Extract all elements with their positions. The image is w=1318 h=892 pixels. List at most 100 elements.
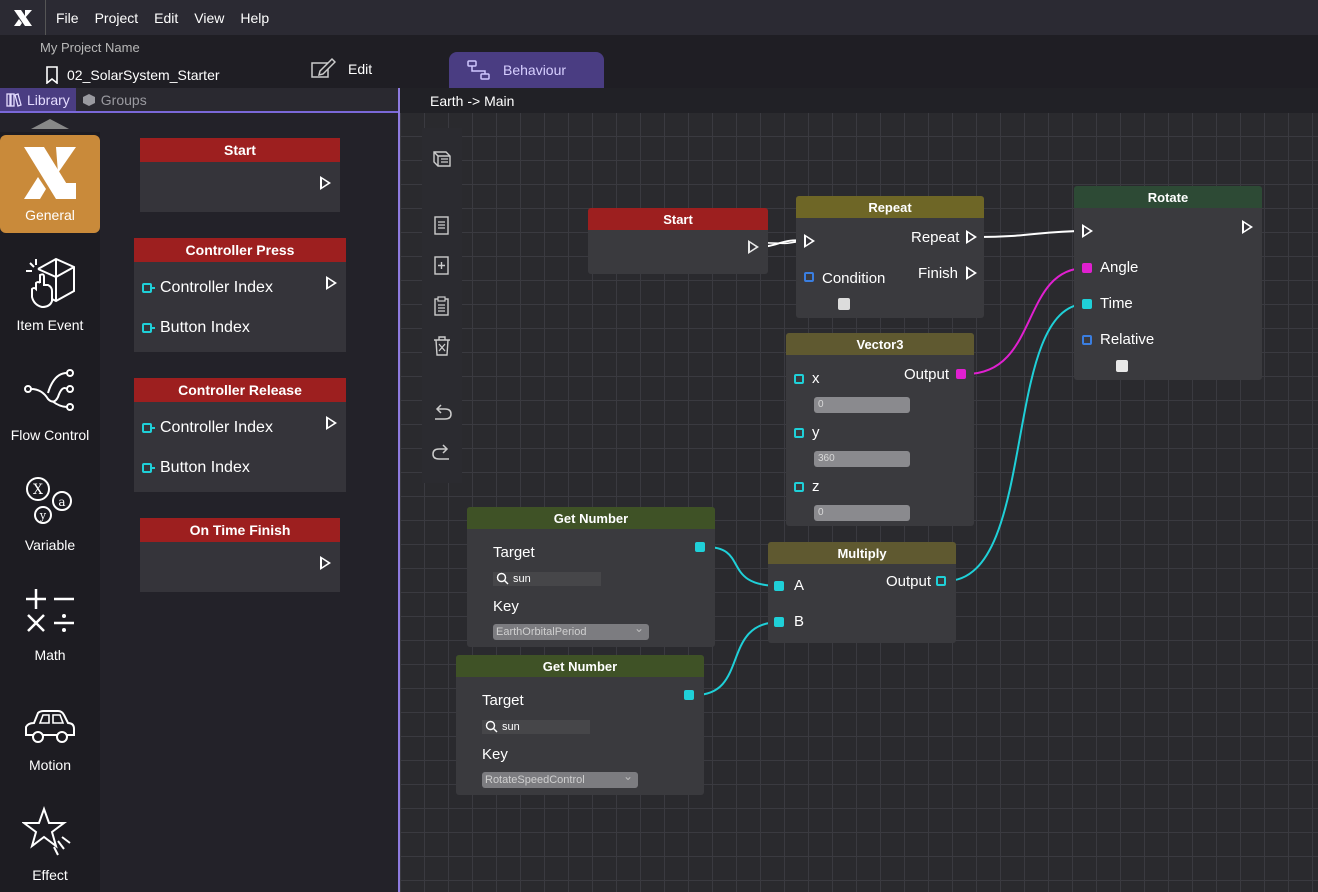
node-title: Start [588, 208, 768, 230]
scene-name[interactable]: 02_SolarSystem_Starter [45, 66, 220, 84]
input-port-icon[interactable] [142, 323, 155, 333]
tab-library[interactable]: Library [0, 88, 76, 111]
graph-node-get-number-2[interactable]: Get Number Target sun Key RotateSpeedCon… [456, 655, 704, 795]
groups-icon [82, 93, 95, 106]
redo-icon[interactable] [430, 441, 454, 465]
input-port-icon[interactable] [142, 463, 155, 473]
input-port-icon[interactable] [1082, 299, 1092, 309]
search-icon [485, 720, 498, 733]
breadcrumb: Earth -> Main [400, 88, 1318, 113]
flow-wire [977, 230, 1087, 238]
y-input[interactable]: 360 [814, 451, 910, 467]
input-port-icon[interactable] [794, 374, 804, 384]
target-search-input[interactable]: sun [493, 572, 601, 586]
output-port-icon[interactable] [695, 542, 705, 552]
duplicate-icon[interactable] [430, 254, 454, 278]
library-node-controller-release[interactable]: Controller Release Controller Index Butt… [134, 378, 346, 492]
tab-behaviour-label: Behaviour [503, 62, 567, 78]
flow-out-icon[interactable] [1242, 220, 1253, 234]
delete-icon[interactable] [430, 334, 454, 358]
flow-out-icon[interactable] [966, 266, 977, 280]
graph-node-get-number-1[interactable]: Get Number Target sun Key EarthOrbitalPe… [467, 507, 715, 647]
app-logo-icon[interactable] [0, 0, 46, 35]
condition-checkbox[interactable] [838, 298, 850, 310]
library-node-on-time-finish[interactable]: On Time Finish [140, 518, 340, 592]
category-effect[interactable]: Effect [0, 795, 100, 892]
node-title: On Time Finish [140, 518, 340, 542]
undo-icon[interactable] [430, 401, 454, 425]
category-motion[interactable]: Motion [0, 685, 100, 783]
graph-node-start[interactable]: Start [588, 208, 768, 274]
port-label: z [812, 478, 820, 495]
behaviour-graph-canvas[interactable]: Earth -> Main Start Repeat [398, 88, 1318, 892]
library-panel: Library Groups General Item Event Flow C… [0, 88, 398, 892]
menu-help[interactable]: Help [240, 9, 270, 26]
relative-checkbox[interactable] [1116, 360, 1128, 372]
key-dropdown[interactable]: RotateSpeedControl [482, 768, 638, 788]
menu-view[interactable]: View [194, 9, 225, 26]
port-label: Angle [1100, 259, 1139, 276]
project-header: My Project Name 02_SolarSystem_Starter E… [0, 35, 1318, 88]
input-port-icon[interactable] [1082, 335, 1092, 345]
input-port-icon[interactable] [774, 617, 784, 627]
input-port-icon[interactable] [804, 272, 814, 282]
flow-in-icon[interactable] [1082, 224, 1093, 238]
menu-file[interactable]: File [56, 9, 79, 26]
frame-icon[interactable] [430, 146, 454, 170]
graph-node-rotate[interactable]: Rotate Angle Time Relative [1074, 186, 1262, 380]
category-general[interactable]: General [0, 135, 100, 233]
input-port-icon[interactable] [794, 482, 804, 492]
category-item-event[interactable]: Item Event [0, 245, 100, 343]
flow-out-icon[interactable] [966, 230, 977, 244]
node-title: Controller Press [134, 238, 346, 262]
graph-node-multiply[interactable]: Multiply Output A B [768, 542, 956, 643]
scroll-up-arrow-icon[interactable] [31, 119, 69, 129]
output-port-icon[interactable] [936, 576, 946, 586]
port-row: Button Index [142, 319, 250, 337]
copy-icon[interactable] [430, 214, 454, 238]
flow-out-icon[interactable] [326, 416, 337, 430]
port-label: Controller Index [160, 419, 273, 436]
output-port-icon[interactable] [684, 690, 694, 700]
input-port-icon[interactable] [774, 581, 784, 591]
z-input[interactable]: 0 [814, 505, 910, 521]
node-title: Controller Release [134, 378, 346, 402]
flow-out-icon[interactable] [320, 176, 331, 190]
flow-out-icon[interactable] [748, 240, 759, 254]
node-title: Repeat [796, 196, 984, 218]
flow-out-icon[interactable] [326, 276, 337, 290]
variable-icon: Xay [26, 477, 72, 524]
port-label: Target [493, 544, 535, 561]
input-port-icon[interactable] [142, 283, 155, 293]
star-icon [22, 806, 71, 856]
flow-in-icon[interactable] [804, 234, 815, 248]
menu-edit[interactable]: Edit [154, 9, 179, 26]
port-label: Target [482, 692, 524, 709]
key-dropdown[interactable]: EarthOrbitalPeriod [493, 620, 649, 640]
tab-behaviour[interactable]: Behaviour [449, 52, 604, 88]
category-math[interactable]: Math [0, 575, 100, 673]
svg-text:y: y [39, 509, 47, 522]
input-port-icon[interactable] [1082, 263, 1092, 273]
flow-out-icon[interactable] [320, 556, 331, 570]
target-search-value: sun [502, 721, 520, 733]
x-input[interactable]: 0 [814, 397, 910, 413]
graph-node-vector3[interactable]: Vector3 Output x 0 y 360 z 0 [786, 333, 974, 526]
library-node-controller-press[interactable]: Controller Press Controller Index Button… [134, 238, 346, 352]
output-port-icon[interactable] [956, 369, 966, 379]
tab-groups[interactable]: Groups [76, 88, 153, 111]
input-port-icon[interactable] [794, 428, 804, 438]
paste-icon[interactable] [430, 294, 454, 318]
tab-edit[interactable]: Edit [310, 57, 372, 81]
menu-project[interactable]: Project [94, 9, 139, 26]
graph-node-repeat[interactable]: Repeat Repeat Condition Finish [796, 196, 984, 318]
category-flow-control[interactable]: Flow Control [0, 355, 100, 453]
library-node-start[interactable]: Start [140, 138, 340, 212]
car-icon [25, 710, 75, 743]
target-search-input[interactable]: sun [482, 720, 590, 734]
input-port-icon[interactable] [142, 423, 155, 433]
category-label: Math [34, 647, 66, 663]
node-title: Start [140, 138, 340, 162]
port-label: Output [904, 366, 950, 383]
